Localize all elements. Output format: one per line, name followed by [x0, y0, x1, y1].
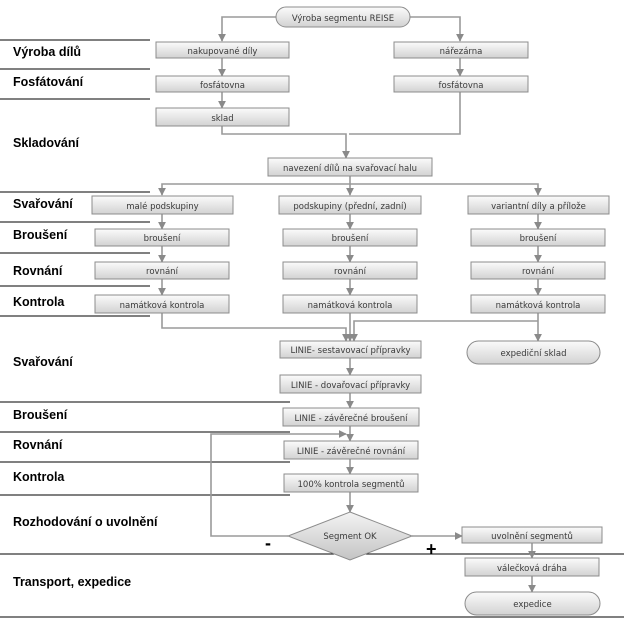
terminal-shipping-warehouse: expediční sklad: [466, 340, 601, 365]
process-box-subgroups-front-rear: podskupiny (přední, zadní): [278, 195, 422, 215]
process-box-grinding-3: broušení: [470, 228, 606, 247]
process-box-line-straightening: LINIE - závěrečné rovnání: [283, 440, 419, 460]
svg-text:expediční sklad: expediční sklad: [501, 348, 567, 359]
process-box-grinding-2: broušení: [282, 228, 418, 247]
svg-text:nářezárna: nářezárna: [440, 47, 483, 57]
process-box-cutting: nářezárna: [393, 41, 529, 59]
svg-text:válečková dráha: válečková dráha: [497, 563, 567, 574]
phase-separators: [0, 39, 624, 618]
svg-text:rovnání: rovnání: [146, 267, 179, 277]
svg-text:100% kontrola segmentů: 100% kontrola segmentů: [298, 479, 405, 490]
terminal-dispatch: expedice: [464, 591, 601, 616]
process-box-roller-track: válečková dráha: [464, 557, 600, 577]
svg-text:expedice: expedice: [513, 600, 551, 610]
phase-label: Rovnání: [13, 264, 63, 278]
process-box-line-grinding: LINIE - závěrečné broušení: [282, 407, 420, 427]
start-node: Výroba segmentu REISE: [275, 6, 411, 28]
phase-label: Kontrola: [13, 470, 65, 484]
svg-text:Výroba segmentu REISE: Výroba segmentu REISE: [292, 14, 394, 24]
svg-text:LINIE- sestavovací přípravky: LINIE- sestavovací přípravky: [290, 346, 410, 356]
phase-label: Svařování: [13, 197, 73, 211]
process-box-random-check-1: namátková kontrola: [94, 294, 230, 314]
svg-text:nakupované díly: nakupované díly: [188, 46, 258, 57]
process-box-line-finishing: LINIE - dovařovací přípravky: [279, 374, 422, 394]
svg-text:sklad: sklad: [211, 114, 233, 124]
process-box-bought-parts: nakupované díly: [155, 41, 290, 59]
process-box-small-subgroups: malé podskupiny: [91, 195, 234, 215]
svg-text:namátková kontrola: namátková kontrola: [120, 301, 205, 311]
svg-text:variantní díly a příložе: variantní díly a příložе: [491, 202, 586, 212]
phase-labels: Výroba dílů Fosfátování Skladování Svařo…: [13, 45, 158, 589]
process-box-random-check-3: namátková kontrola: [470, 294, 606, 314]
phase-label: Skladování: [13, 136, 80, 150]
svg-text:podskupiny (přední, zadní): podskupiny (přední, zadní): [293, 202, 406, 212]
nodes: Výroba segmentu REISE nakupované díly ná…: [91, 6, 610, 616]
phase-label: Rovnání: [13, 438, 63, 452]
process-box-straightening-1: rovnání: [94, 261, 230, 280]
svg-text:rovnání: rovnání: [522, 267, 555, 277]
process-box-random-check-2: namátková kontrola: [282, 294, 418, 314]
process-box-phosphate-right: fosfátovna: [393, 75, 529, 93]
process-box-straightening-3: rovnání: [470, 261, 606, 280]
process-box-transport-hall: navezení dílů na svařovací halu: [267, 157, 433, 177]
svg-text:malé podskupiny: malé podskupiny: [126, 201, 198, 212]
phase-label: Výroba dílů: [13, 45, 81, 59]
phase-label: Rozhodování o uvolnění: [13, 515, 158, 529]
phase-label: Broušení: [13, 408, 68, 422]
decision-yes-sign: +: [426, 539, 437, 559]
process-box-grinding-1: broušení: [94, 228, 230, 247]
phase-label: Transport, expedice: [13, 575, 131, 589]
svg-text:broušení: broušení: [144, 233, 181, 244]
process-box-full-check: 100% kontrola segmentů: [283, 473, 419, 493]
decision-diamond: Segment OK: [286, 511, 414, 561]
phase-label: Fosfátování: [13, 75, 84, 89]
svg-text:fosfátovna: fosfátovna: [439, 81, 484, 91]
process-box-phosphate-left: fosfátovna: [155, 75, 290, 93]
process-box-release: uvolnění segmentů: [461, 526, 603, 544]
process-box-variant-parts: variantní díly a příložе: [467, 195, 610, 215]
process-box-line-assembly: LINIE- sestavovací přípravky: [279, 340, 422, 359]
process-box-warehouse: sklad: [155, 107, 290, 127]
svg-text:namátková kontrola: namátková kontrola: [308, 301, 393, 311]
phase-label: Svařování: [13, 355, 73, 369]
svg-text:uvolnění segmentů: uvolnění segmentů: [491, 531, 573, 542]
svg-text:LINIE - dovařovací přípravky: LINIE - dovařovací přípravky: [291, 381, 410, 391]
svg-text:LINIE - závěrečné rovnání: LINIE - závěrečné rovnání: [297, 446, 406, 457]
svg-text:LINIE - závěrečné broušení: LINIE - závěrečné broušení: [294, 413, 408, 424]
svg-text:rovnání: rovnání: [334, 267, 367, 277]
svg-text:navezení dílů na svařovací hal: navezení dílů na svařovací halu: [283, 163, 417, 174]
svg-text:broušení: broušení: [520, 233, 557, 244]
svg-text:namátková kontrola: namátková kontrola: [496, 301, 581, 311]
decision-no-sign: -: [265, 533, 271, 553]
phase-label: Broušení: [13, 228, 68, 242]
connectors: [158, 16, 542, 593]
svg-text:fosfátovna: fosfátovna: [200, 81, 245, 91]
svg-text:Segment OK: Segment OK: [323, 532, 377, 542]
process-box-straightening-2: rovnání: [282, 261, 418, 280]
svg-text:broušení: broušení: [332, 233, 369, 244]
phase-label: Kontrola: [13, 295, 65, 309]
